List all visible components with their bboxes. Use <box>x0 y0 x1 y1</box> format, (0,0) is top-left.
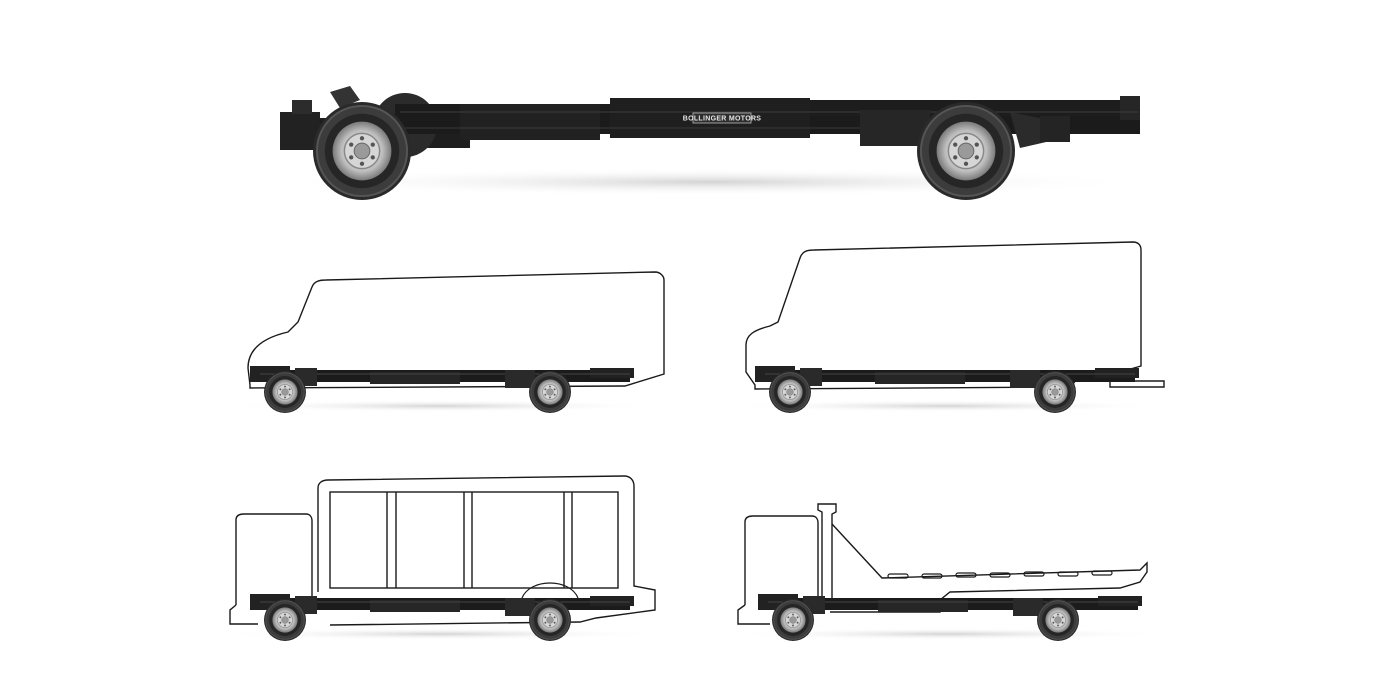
box-truck-body-outline <box>247 271 665 389</box>
flatbed-tow-chassis <box>728 503 1168 641</box>
shuttle-bus-chassis <box>220 475 660 641</box>
step-van-chassis <box>725 241 1165 413</box>
flatbed-deck-slots <box>887 570 1113 579</box>
rear-wheel <box>916 101 1016 201</box>
front-cross-member <box>280 112 320 150</box>
brand-badge-text: BOLLINGER MOTORS <box>683 116 762 123</box>
shuttle-windows <box>329 491 619 589</box>
box-truck-chassis <box>220 271 665 413</box>
shuttle-cab-outline <box>235 513 313 605</box>
flatbed-mast-outline <box>817 503 837 598</box>
front-wheel <box>312 101 412 201</box>
step-van-body-outline <box>745 241 1165 390</box>
shuttle-body-outline <box>317 475 656 626</box>
flatbed-cab-outline <box>744 515 819 605</box>
brand-badge <box>692 112 752 124</box>
bare-chassis: BOLLINGER MOTORS <box>270 86 1150 201</box>
